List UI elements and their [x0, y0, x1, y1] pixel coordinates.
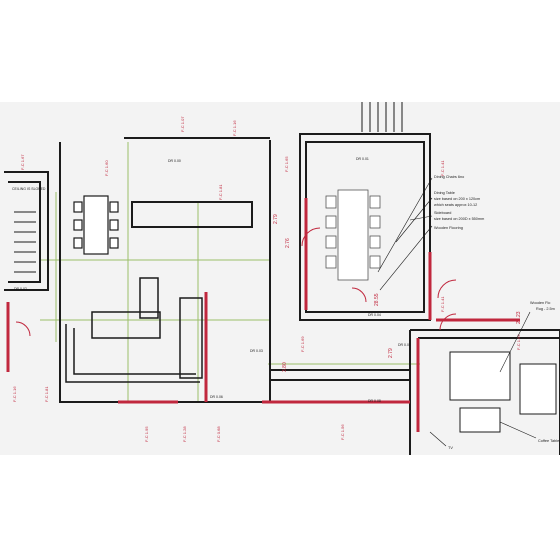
dimension-label: 2.76: [285, 238, 291, 248]
kitchen-units: [65, 277, 203, 383]
room-labels: CEILING IS SLOPED DR 0.00 DR 0.01 DR 0.0…: [12, 157, 411, 403]
annotations: Dining Chairs 6no Dining Table size base…: [434, 175, 559, 450]
room-label: DR 0.08: [368, 399, 381, 403]
fc-tag: F-C 1.81: [218, 184, 223, 200]
fc-tag: F-C 0.68: [216, 426, 221, 442]
annotation-text: Coffee Table: [538, 439, 559, 443]
room-label: CEILING IS SLOPED: [12, 187, 46, 191]
staircase-top: [361, 102, 403, 132]
staircase-left: [14, 211, 36, 273]
fc-tag: F-C 1.41: [440, 296, 445, 312]
annotation-text: Rug - 2.5m: [536, 307, 555, 311]
kitchen-dining-table: [73, 195, 119, 255]
dining-room-table: [325, 189, 381, 281]
fc-tag: F-C 1.28: [182, 426, 187, 442]
fc-tag: F-C 1.67: [20, 154, 25, 170]
feature-walls: [6, 198, 520, 432]
fc-tag: F-C 1.81: [44, 386, 49, 402]
room-label: DR 0.04: [368, 313, 381, 317]
room-label: DR 0.03: [250, 349, 263, 353]
annotation-text: size based on 200 x 120cm: [434, 197, 480, 201]
annotation-text: TV: [448, 446, 453, 450]
annotation-text: size based on 200D x 550mm: [434, 217, 484, 221]
fc-tag: F-C 1.60: [104, 160, 109, 176]
dimension-label: 2.79: [388, 348, 394, 358]
annotation-text: Sideboard: [434, 211, 451, 215]
fc-tag: F-C 1.07: [180, 116, 185, 132]
floor-plan-drawing: 2.79 2.76 3.80 2.79 28.55 24.23 F-C 1.07…: [4, 102, 560, 455]
dimension-label: 28.55: [374, 293, 380, 306]
floor-plan-sheet: 2.79 2.76 3.80 2.79 28.55 24.23 F-C 1.07…: [0, 102, 560, 455]
fc-tag: F-C 1.41: [440, 160, 445, 176]
annotation-text: which seats approx 10-12: [434, 203, 477, 207]
dimension-label: 2.79: [273, 214, 279, 224]
fc-tag: F-C 1.16: [12, 386, 17, 402]
fc-tag: F-C 1.69: [516, 334, 521, 350]
fc-tag: F-C 1.16: [232, 120, 237, 136]
annotation-text: Dining Table: [434, 191, 455, 195]
annotation-leaders: [377, 177, 537, 447]
walls: [4, 133, 560, 455]
dimension-label: 3.80: [282, 362, 288, 372]
room-label: DR 0.00: [168, 159, 181, 163]
room-label: DR 0.06: [210, 395, 223, 399]
living-room-sofas: [449, 351, 557, 433]
dimension-label: 24.23: [516, 311, 522, 324]
grid-lines: [40, 142, 420, 402]
door-swings: [15, 227, 457, 337]
fc-tag: F-C 1.69: [300, 336, 305, 352]
room-label: DR 0.05: [398, 343, 411, 347]
annotation-text: Wooden Flooring: [434, 226, 463, 230]
fc-tag: F-C 1.95: [144, 426, 149, 442]
room-label: DR 0.02: [14, 287, 27, 291]
room-label: DR 0.01: [356, 157, 369, 161]
annotation-text: Dining Chairs 6no: [434, 175, 464, 179]
fc-tag: F-C 1.56: [340, 424, 345, 440]
fc-tag: F-C 1.65: [284, 156, 289, 172]
fc-tags: F-C 1.07 F-C 1.16 F-C 1.65 F-C 1.60 F-C …: [12, 116, 521, 442]
annotation-text: Wooden Flo: [530, 301, 550, 305]
